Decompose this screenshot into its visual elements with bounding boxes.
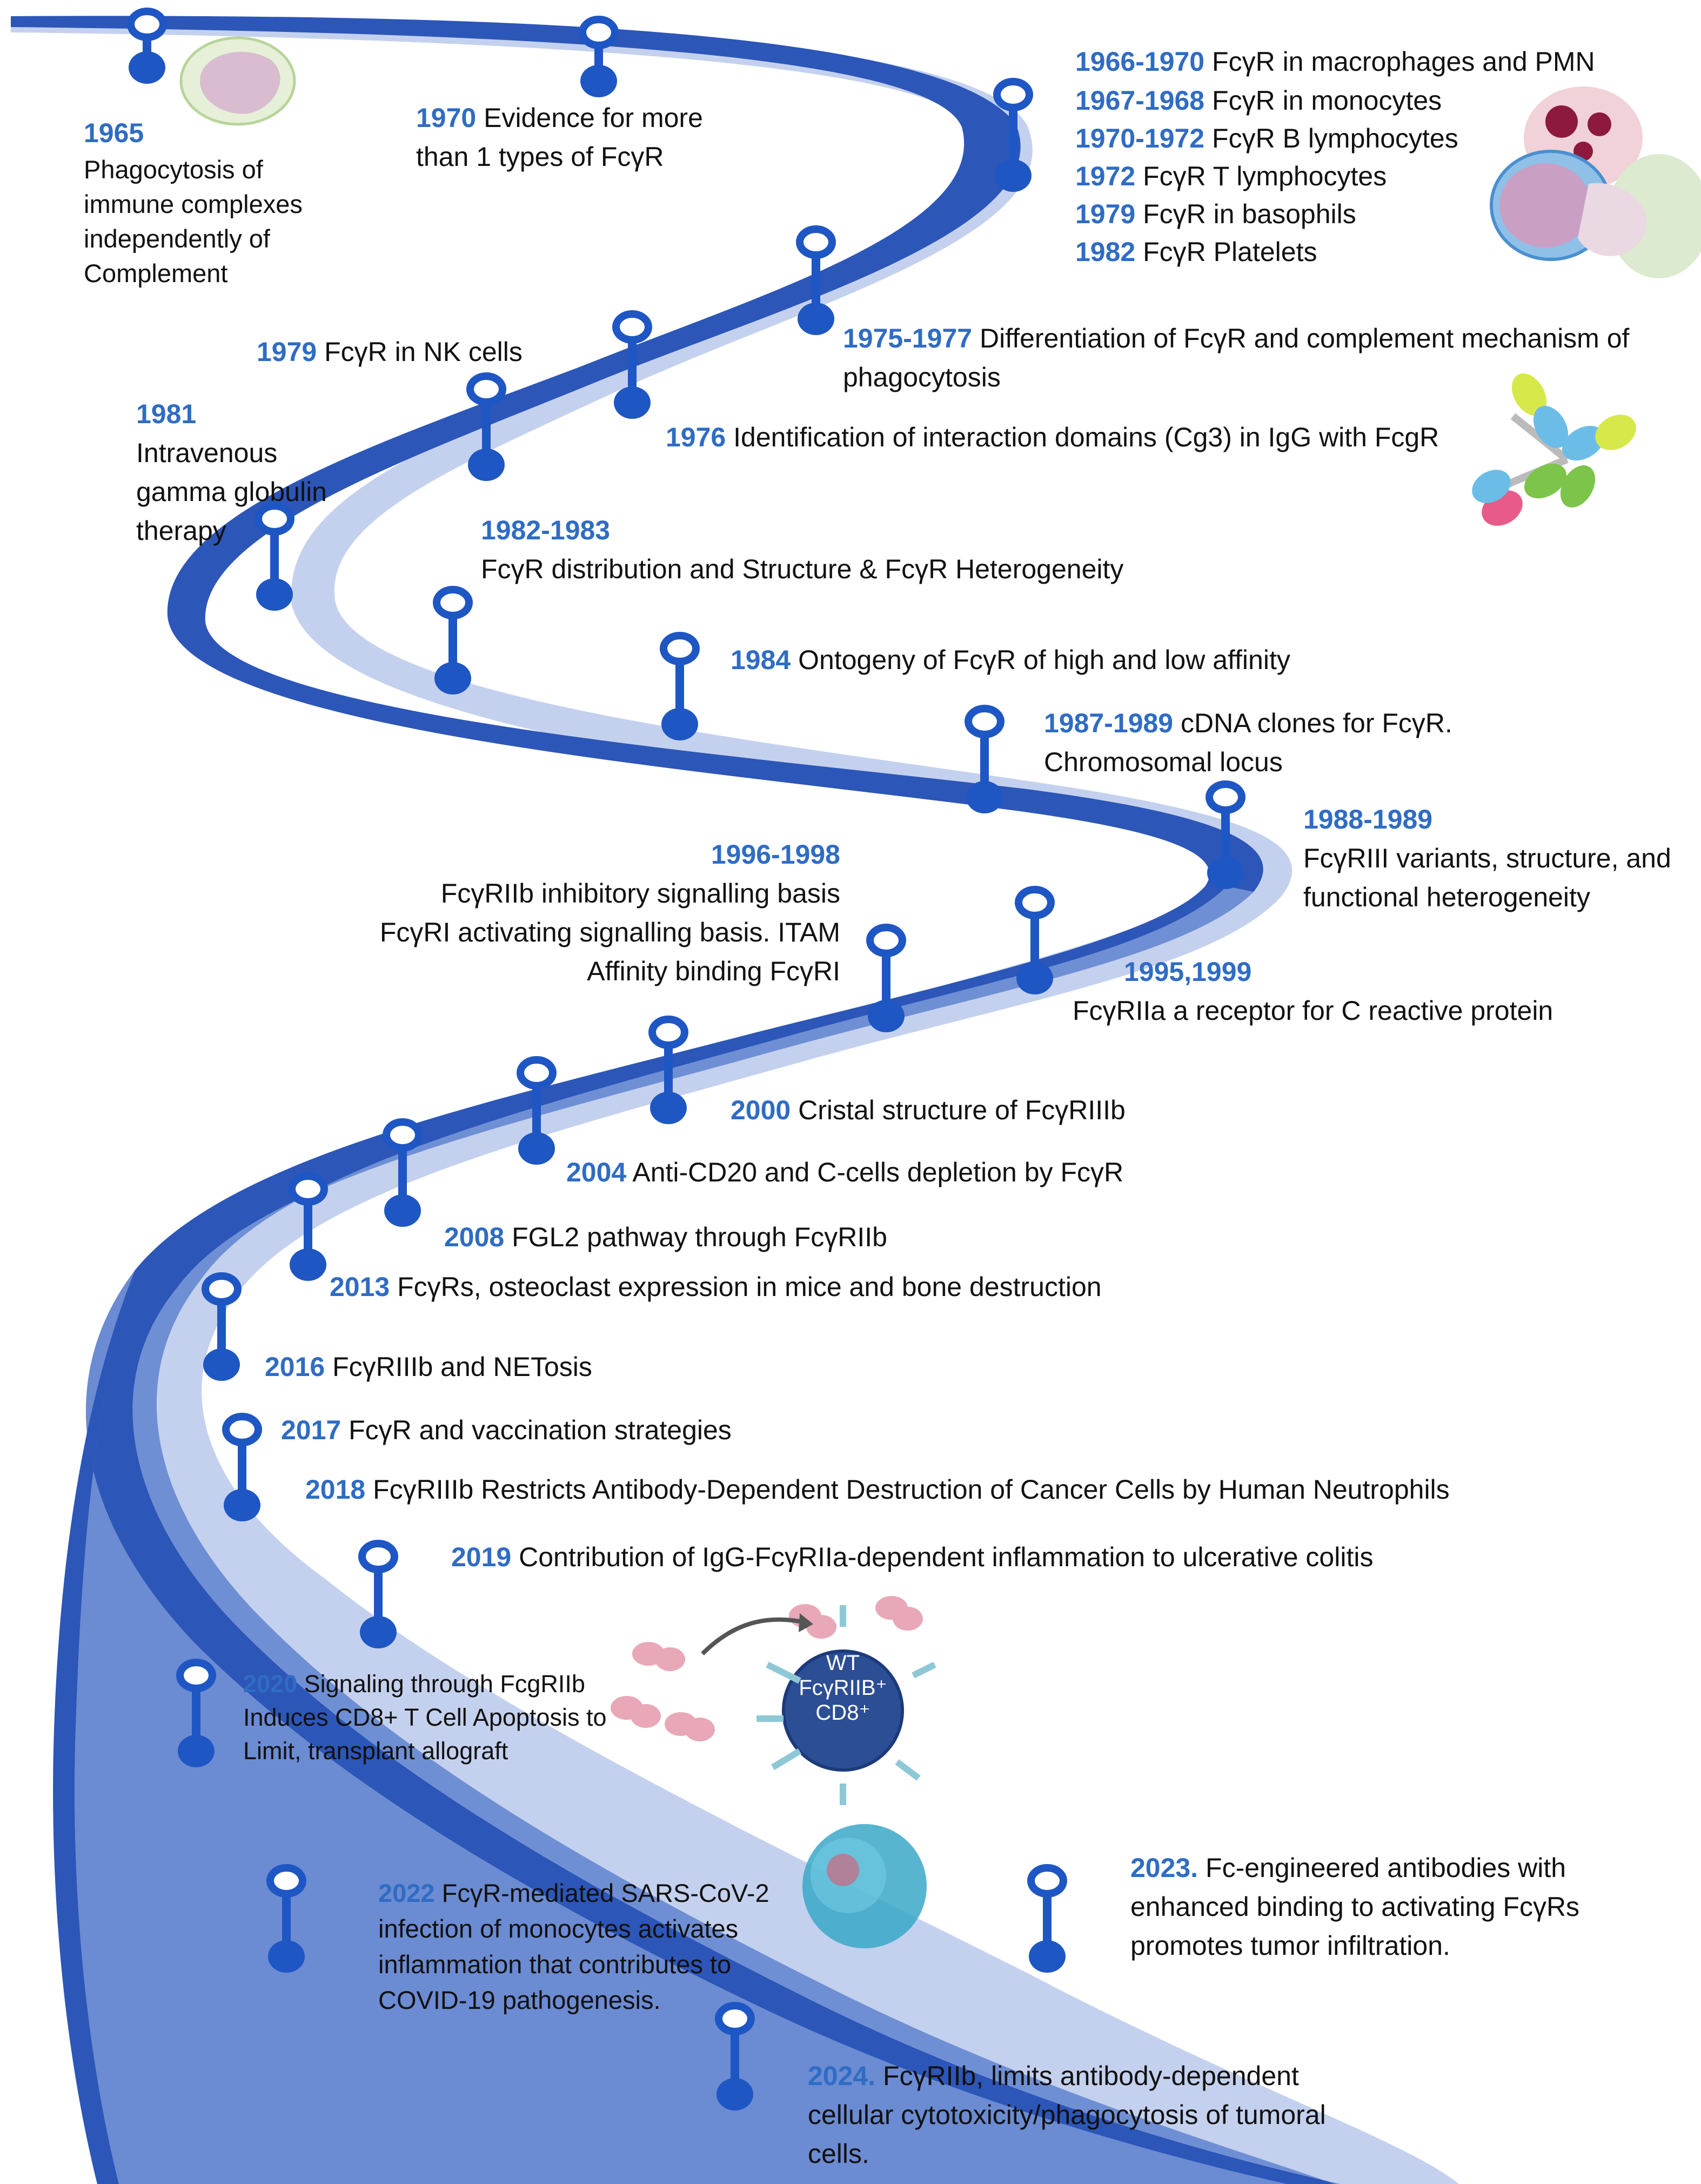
event-2000: 2000 Cristal structure of FcγRIIIb [731, 1095, 1126, 1125]
immune-cells-icon [1490, 86, 1701, 278]
event-2023: 2023. Fc-engineered antibodies with enha… [1130, 1853, 1580, 1961]
road-lower-light [150, 1048, 1459, 2184]
event-1995-1999: 1995,1999 FcγRIIa a receptor for C react… [1073, 957, 1553, 1026]
event-1984: 1984 Ontogeny of FcγR of high and low af… [731, 645, 1290, 675]
timeline-pin-icon [288, 1172, 328, 1281]
event-1967-1968: 1967-1968 FcγR in monocytes [1075, 85, 1442, 116]
timeline-pin-icon [1015, 886, 1055, 994]
timeline-pin-icon [176, 1659, 216, 1767]
event-2019: 2019 Contribution of IgG-FcγRIIa-depende… [451, 1542, 1374, 1572]
timeline-pin-icon [660, 632, 700, 740]
timeline-pin-icon [612, 310, 652, 419]
timeline-pin-icon [1206, 780, 1245, 889]
timeline-pin-icon [796, 225, 836, 335]
virus-icon [802, 1824, 927, 1948]
event-2017: 2017 FcγR and vaccination strategies [281, 1415, 732, 1445]
event-1972: 1972 FcγR T lymphocytes [1075, 161, 1387, 191]
timeline-pin-icon [579, 16, 619, 97]
cd8-cell-label: WT FcγRIIB⁺ CD8⁺ [799, 1651, 887, 1725]
timeline-pin-icon [255, 502, 294, 611]
event-1981: 1981 Intravenous gamma globulin therapy [136, 399, 327, 546]
event-2013: 2013 FcγRs, osteoclast expression in mic… [330, 1272, 1102, 1302]
event-2020: 2020 Signaling through FcgRIIb Induces C… [243, 1670, 607, 1765]
event-2008: 2008 FGL2 pathway through FcγRIIb [444, 1222, 887, 1252]
event-1979-nk: 1979 FcγR in NK cells [257, 337, 523, 367]
event-2004: 2004 Anti-CD20 and C-cells depletion by … [566, 1157, 1124, 1187]
timeline-pin-icon [202, 1272, 242, 1381]
timeline-pin-icon [993, 78, 1033, 192]
timeline-pin-icon [517, 1056, 557, 1165]
timeline-pin-icon [127, 8, 167, 84]
timeline-pin-icon [715, 2002, 755, 2110]
event-2024: 2024. FcγRIIb, limits antibody-dependent… [808, 2061, 1326, 2169]
event-1965: 1965 Phagocytosis of immune complexes in… [84, 118, 303, 288]
timeline-pin-icon [266, 1864, 306, 1973]
event-1982-1983: 1982-1983 FcγR distribution and Structur… [481, 515, 1124, 584]
event-1987-1989: 1987-1989 cDNA clones for FcγR. Chromoso… [1044, 708, 1452, 777]
timeline-pin-icon [433, 586, 473, 694]
event-1982: 1982 FcγR Platelets [1075, 237, 1317, 267]
event-1976: 1976 Identification of interaction domai… [666, 422, 1439, 452]
event-1988-1989: 1988-1989 FcγRIII variants, structure, a… [1303, 804, 1671, 912]
event-1979-basophils: 1979 FcγR in basophils [1075, 199, 1356, 229]
timeline-pin-icon [466, 372, 506, 481]
timeline-pin-icon [1027, 1864, 1067, 1973]
road-bottom-area [75, 1270, 1287, 2184]
event-1970-types: 1970 Evidence for more than 1 types of F… [416, 103, 703, 172]
event-1996-1998: 1996-1998 FcγRIIb inhibitory signalling … [379, 839, 840, 986]
timeline-pin-icon [222, 1413, 262, 1521]
timeline-pin-icon [358, 1540, 398, 1648]
antibody-icon [1472, 373, 1636, 526]
timeline-pin-icon [965, 705, 1004, 813]
macrophage-cell-icon [179, 36, 296, 126]
timeline-pin-icon [648, 1016, 688, 1124]
event-1966-1970: 1966-1970 FcγR in macrophages and PMN [1075, 46, 1595, 77]
event-2018: 2018 FcγRIIIb Restricts Antibody-Depende… [305, 1474, 1450, 1505]
road-bottom-dark [53, 1270, 135, 2184]
event-2016: 2016 FcγRIIIb and NETosis [265, 1352, 592, 1382]
event-1975-1977: 1975-1977 Differentiation of FcγR and co… [843, 323, 1630, 392]
timeline-pin-icon [866, 924, 906, 1032]
timeline-pin-icon [383, 1118, 423, 1227]
cd8-tcell-icon [611, 1596, 936, 1805]
event-2022: 2022 FcγR-mediated SARS-CoV-2 infection … [378, 1879, 769, 2014]
event-1970-1972: 1970-1972 FcγR B lymphocytes [1075, 123, 1458, 153]
